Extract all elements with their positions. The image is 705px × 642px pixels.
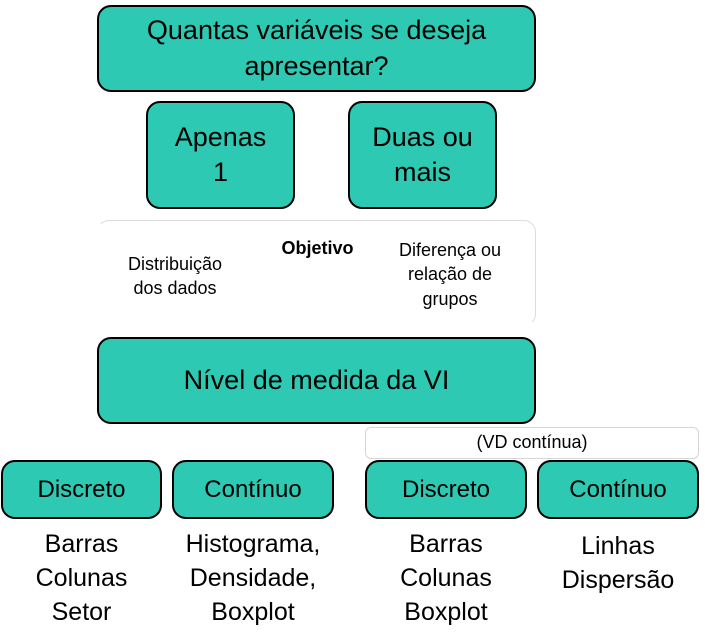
chart-type-item: Colunas	[35, 563, 128, 592]
objective-left-line-1: Distribuição	[127, 254, 223, 274]
objective-right-label: Diferença ou relação de grupos	[370, 238, 530, 311]
question-line-1: Quantas variáveis se deseja	[146, 15, 487, 46]
charts-continuous-left: Histograma, Densidade, Boxplot	[165, 528, 341, 629]
chart-type-item: Histograma,	[185, 530, 321, 558]
chart-type-item: Boxplot	[404, 597, 488, 626]
vd-note-label: (VD contínua)	[476, 432, 588, 452]
objective-right-line-1: Diferença ou	[398, 240, 502, 260]
objective-panel	[97, 220, 536, 326]
choice-many-line-1: Duas ou	[372, 121, 473, 152]
chart-type-item: Boxplot	[211, 597, 295, 626]
choice-one-box: Apenas 1	[146, 101, 295, 209]
choice-many-box: Duas ou mais	[348, 101, 497, 209]
discrete-right-label: Discreto	[401, 475, 491, 503]
objective-right-line-2: relação de	[407, 264, 493, 285]
chart-type-item: Linhas	[581, 532, 655, 560]
question-line-2: apresentar?	[244, 50, 389, 81]
chart-type-item: Dispersão	[561, 565, 675, 594]
chart-type-item: Colunas	[400, 563, 492, 592]
charts-discrete-left: Barras Colunas Setor	[1, 528, 162, 629]
choice-many-line-2: mais	[393, 157, 451, 187]
charts-discrete-right: Barras Colunas Boxplot	[365, 528, 527, 629]
question-box: Quantas variáveis se deseja apresentar?	[97, 5, 536, 92]
discrete-left-label: Discreto	[37, 475, 126, 503]
measure-label: Nível de medida da VI	[183, 364, 450, 395]
continuous-left-box: Contínuo	[172, 460, 334, 519]
continuous-right-label: Contínuo	[569, 475, 667, 503]
continuous-right-box: Contínuo	[537, 460, 699, 519]
objective-left-label: Distribuição dos dados	[100, 252, 250, 301]
chart-type-item: Densidade,	[189, 563, 317, 592]
vd-note-panel	[365, 427, 699, 459]
objective-title: Objetivo	[281, 238, 354, 258]
choice-one-line-1: Apenas	[174, 121, 267, 152]
chart-type-item: Barras	[44, 530, 119, 558]
chart-type-item: Barras	[409, 530, 483, 558]
continuous-left-label: Contínuo	[204, 475, 302, 503]
discrete-left-box: Discreto	[1, 460, 162, 519]
charts-continuous-right: Linhas Dispersão	[537, 530, 699, 598]
objective-right-line-3: grupos	[422, 288, 478, 309]
measure-box: Nível de medida da VI	[97, 337, 536, 424]
choice-one-line-2: 1	[212, 157, 229, 187]
objective-left-line-2: dos dados	[133, 278, 217, 299]
chart-type-item: Setor	[51, 597, 112, 626]
discrete-right-box: Discreto	[365, 460, 527, 519]
